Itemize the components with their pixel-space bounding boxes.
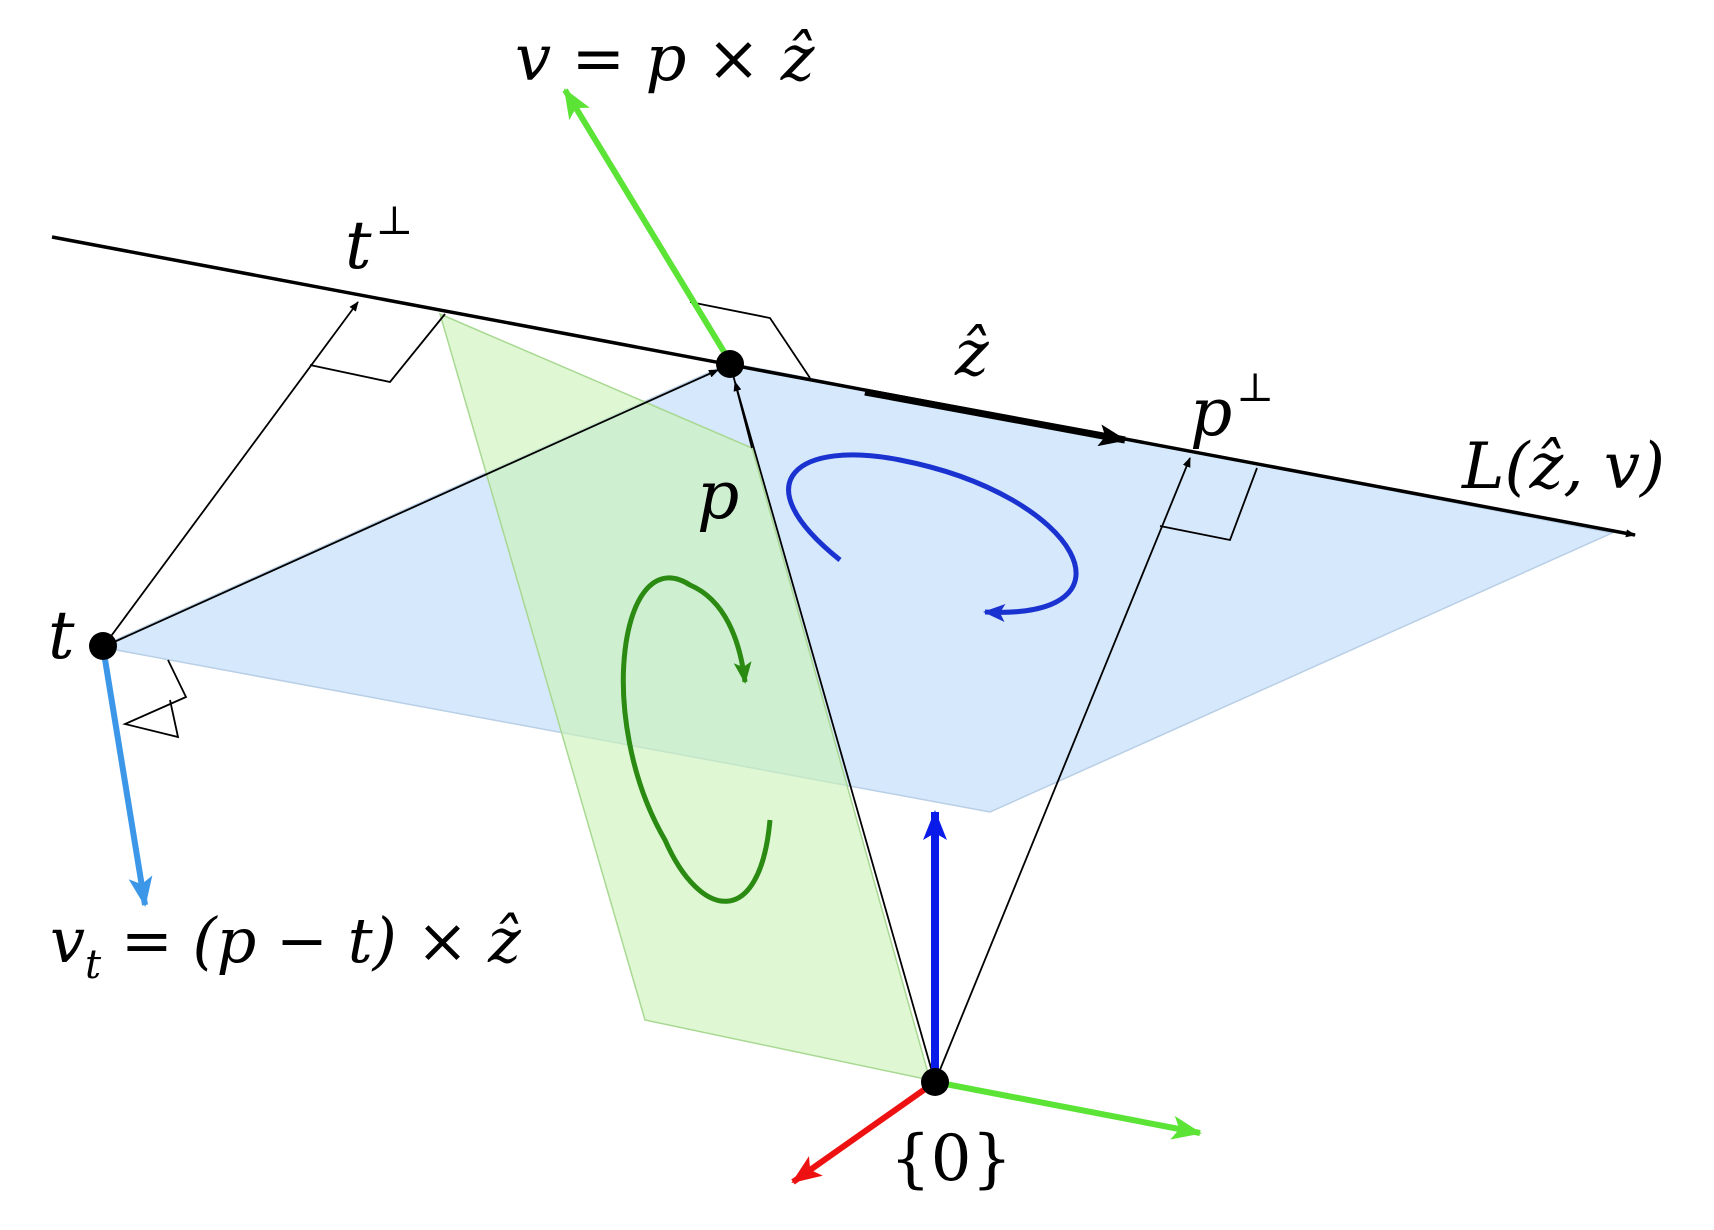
label-v-t-equation: vt = (p − t) × ẑ xyxy=(50,904,521,988)
vector-v-t xyxy=(100,646,153,907)
vector-origin-to-t-perp xyxy=(102,301,359,648)
right-angle-t-perp xyxy=(309,313,446,383)
label-v-equation: v = p × ẑ xyxy=(515,22,816,96)
vector-origin-to-p-perp xyxy=(934,457,1191,1083)
z-hat-arrow xyxy=(864,388,1127,447)
blue-plane xyxy=(97,362,1615,813)
right-angle-t xyxy=(122,659,188,739)
label-p: p xyxy=(697,457,739,534)
point-t xyxy=(89,632,117,660)
label-line-L: L(ẑ, v) xyxy=(1461,430,1665,504)
point-p xyxy=(716,350,744,378)
right-angle-p-perp xyxy=(1159,467,1258,542)
point-origin xyxy=(921,1068,949,1096)
label-t: t xyxy=(48,597,75,674)
vector-origin-to-p xyxy=(733,381,936,1083)
frame-x-axis xyxy=(791,1079,937,1185)
label-t-perp: t⊥ xyxy=(345,198,413,284)
vector-t-to-p xyxy=(102,369,719,648)
line-L xyxy=(51,235,1636,538)
frame-y-axis xyxy=(934,1079,1202,1140)
rotation-arrow-green xyxy=(620,575,773,904)
vector-v xyxy=(562,88,735,367)
right-angle-p xyxy=(689,301,811,379)
label-z-hat: ẑ xyxy=(954,317,990,391)
label-origin: {0} xyxy=(890,1122,1012,1196)
label-p-perp: p⊥ xyxy=(1190,365,1274,451)
rotation-arrow-blue xyxy=(786,452,1079,622)
